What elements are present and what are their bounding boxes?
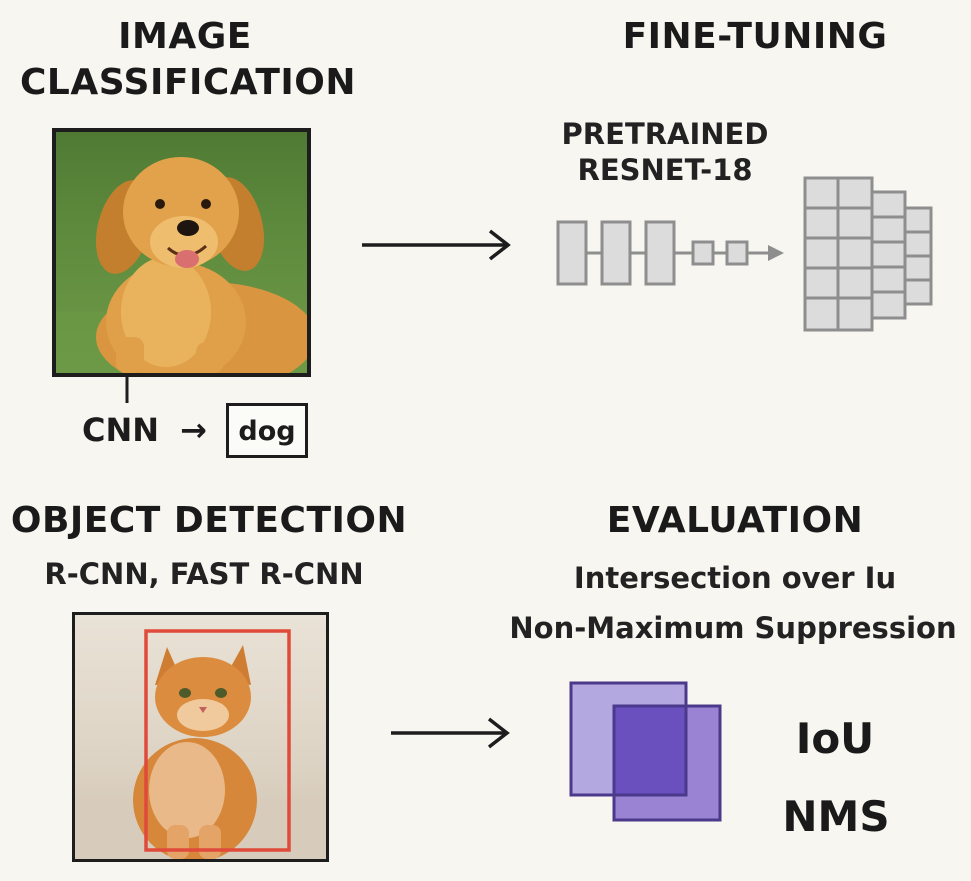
- object-detection-title: OBJECT DETECTION: [10, 500, 408, 541]
- dog-to-cnn-connector: [125, 375, 129, 403]
- cnn-label: CNN: [82, 411, 160, 449]
- nms-label: NMS: [782, 792, 890, 841]
- resnet-diagram: [556, 176, 933, 332]
- iou-overlap-diagram: [569, 681, 722, 822]
- pretrained-model-line1: PRETRAINED: [561, 117, 769, 151]
- arrow-to-fine-tuning-icon: [362, 229, 511, 261]
- feature-map-stack: [803, 176, 933, 332]
- image-classification-title-line1: IMAGE: [118, 16, 252, 57]
- cnn-arrow-icon: →: [180, 411, 207, 449]
- evaluation-line1: Intersection over Iu: [573, 561, 897, 595]
- detection-methods-label: R-CNN, FAST R-CNN: [44, 557, 364, 591]
- cat-photo: [72, 612, 329, 862]
- iou-label: IoU: [795, 714, 875, 763]
- fine-tuning-title: FINE-TUNING: [622, 16, 888, 57]
- dog-photo: [52, 128, 311, 377]
- image-classification-title-line2: CLASSIFICATION: [20, 62, 357, 103]
- arrow-to-evaluation-icon: [391, 717, 510, 749]
- image-classification-title: IMAGE CLASSIFICATION: [20, 14, 357, 106]
- dog-illustration: [56, 157, 307, 373]
- evaluation-line2: Non-Maximum Suppression: [509, 611, 957, 645]
- cat-illustration: [75, 629, 326, 859]
- iou-intersection: [612, 704, 688, 797]
- pretrained-model-label: PRETRAINED RESNET-18: [520, 116, 810, 188]
- predicted-class-box: dog: [226, 403, 308, 458]
- evaluation-title: EVALUATION: [606, 500, 864, 541]
- pretrained-model-line2: RESNET-18: [577, 153, 753, 187]
- cat-bounding-box: [144, 629, 291, 852]
- resnet-layers: [556, 220, 784, 286]
